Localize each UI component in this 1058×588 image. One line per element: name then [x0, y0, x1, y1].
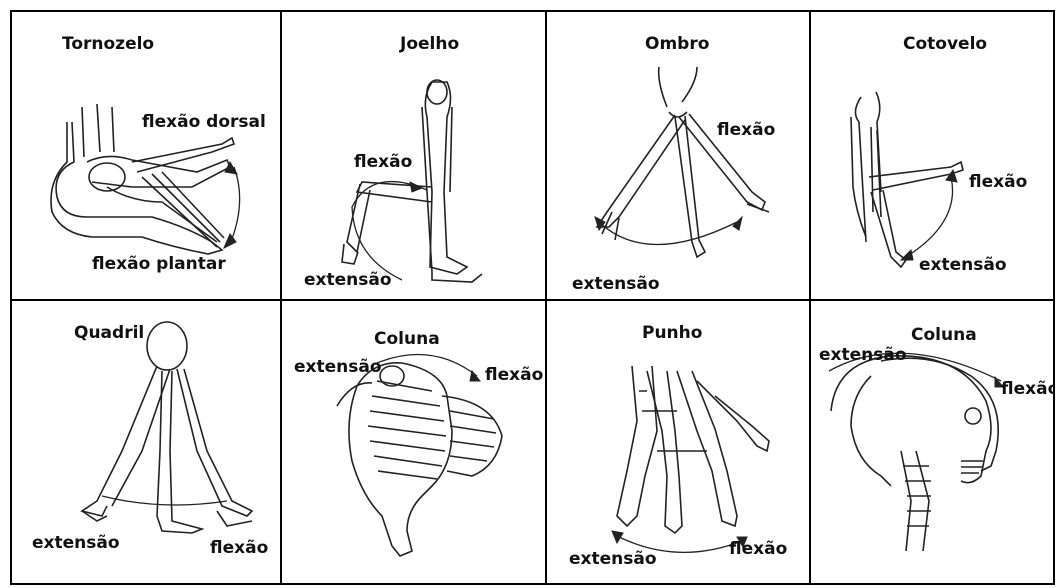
- panel-title: Quadril: [74, 323, 144, 343]
- panel-shoulder: Ombro flexão extensão: [547, 12, 809, 299]
- movement-label: flexão: [485, 365, 543, 385]
- movement-label: flexão: [354, 152, 412, 172]
- movement-label: flexão: [717, 120, 775, 140]
- movement-label: extensão: [819, 345, 907, 365]
- joint-movements-grid: Tornozelo flexão dorsal flexão plantar J…: [10, 10, 1055, 585]
- knee-illustration: [282, 12, 545, 299]
- movement-label: extensão: [294, 357, 382, 377]
- panel-title: Cotovelo: [903, 34, 987, 54]
- panel-ankle: Tornozelo flexão dorsal flexão plantar: [12, 12, 280, 299]
- movement-label: extensão: [304, 270, 392, 290]
- movement-label: extensão: [572, 274, 660, 294]
- panel-title: Joelho: [400, 34, 459, 54]
- panel-hip: Quadril extensão flexão: [12, 301, 280, 585]
- movement-label: extensão: [32, 533, 120, 553]
- movement-label: flexão: [210, 538, 268, 558]
- panel-elbow: Cotovelo flexão extensão: [811, 12, 1055, 299]
- panel-spine-neck: Coluna extensão flexão: [811, 301, 1055, 585]
- panel-title: Ombro: [645, 34, 709, 54]
- movement-label: flexão: [1001, 379, 1055, 399]
- panel-title: Coluna: [374, 329, 440, 349]
- movement-label: flexão: [729, 539, 787, 559]
- panel-knee: Joelho flexão extensão: [282, 12, 545, 299]
- shoulder-illustration: [547, 12, 809, 299]
- movement-label: flexão: [969, 172, 1027, 192]
- movement-label: flexão plantar: [92, 254, 226, 274]
- panel-spine-trunk: Coluna extensão flexão: [282, 301, 545, 585]
- panel-title: Tornozelo: [62, 34, 154, 54]
- movement-label: extensão: [919, 255, 1007, 275]
- panel-title: Punho: [642, 323, 702, 343]
- movement-label: extensão: [569, 549, 657, 569]
- panel-title: Coluna: [911, 325, 977, 345]
- panel-wrist: Punho extensão flexão: [547, 301, 809, 585]
- movement-label: flexão dorsal: [142, 112, 266, 132]
